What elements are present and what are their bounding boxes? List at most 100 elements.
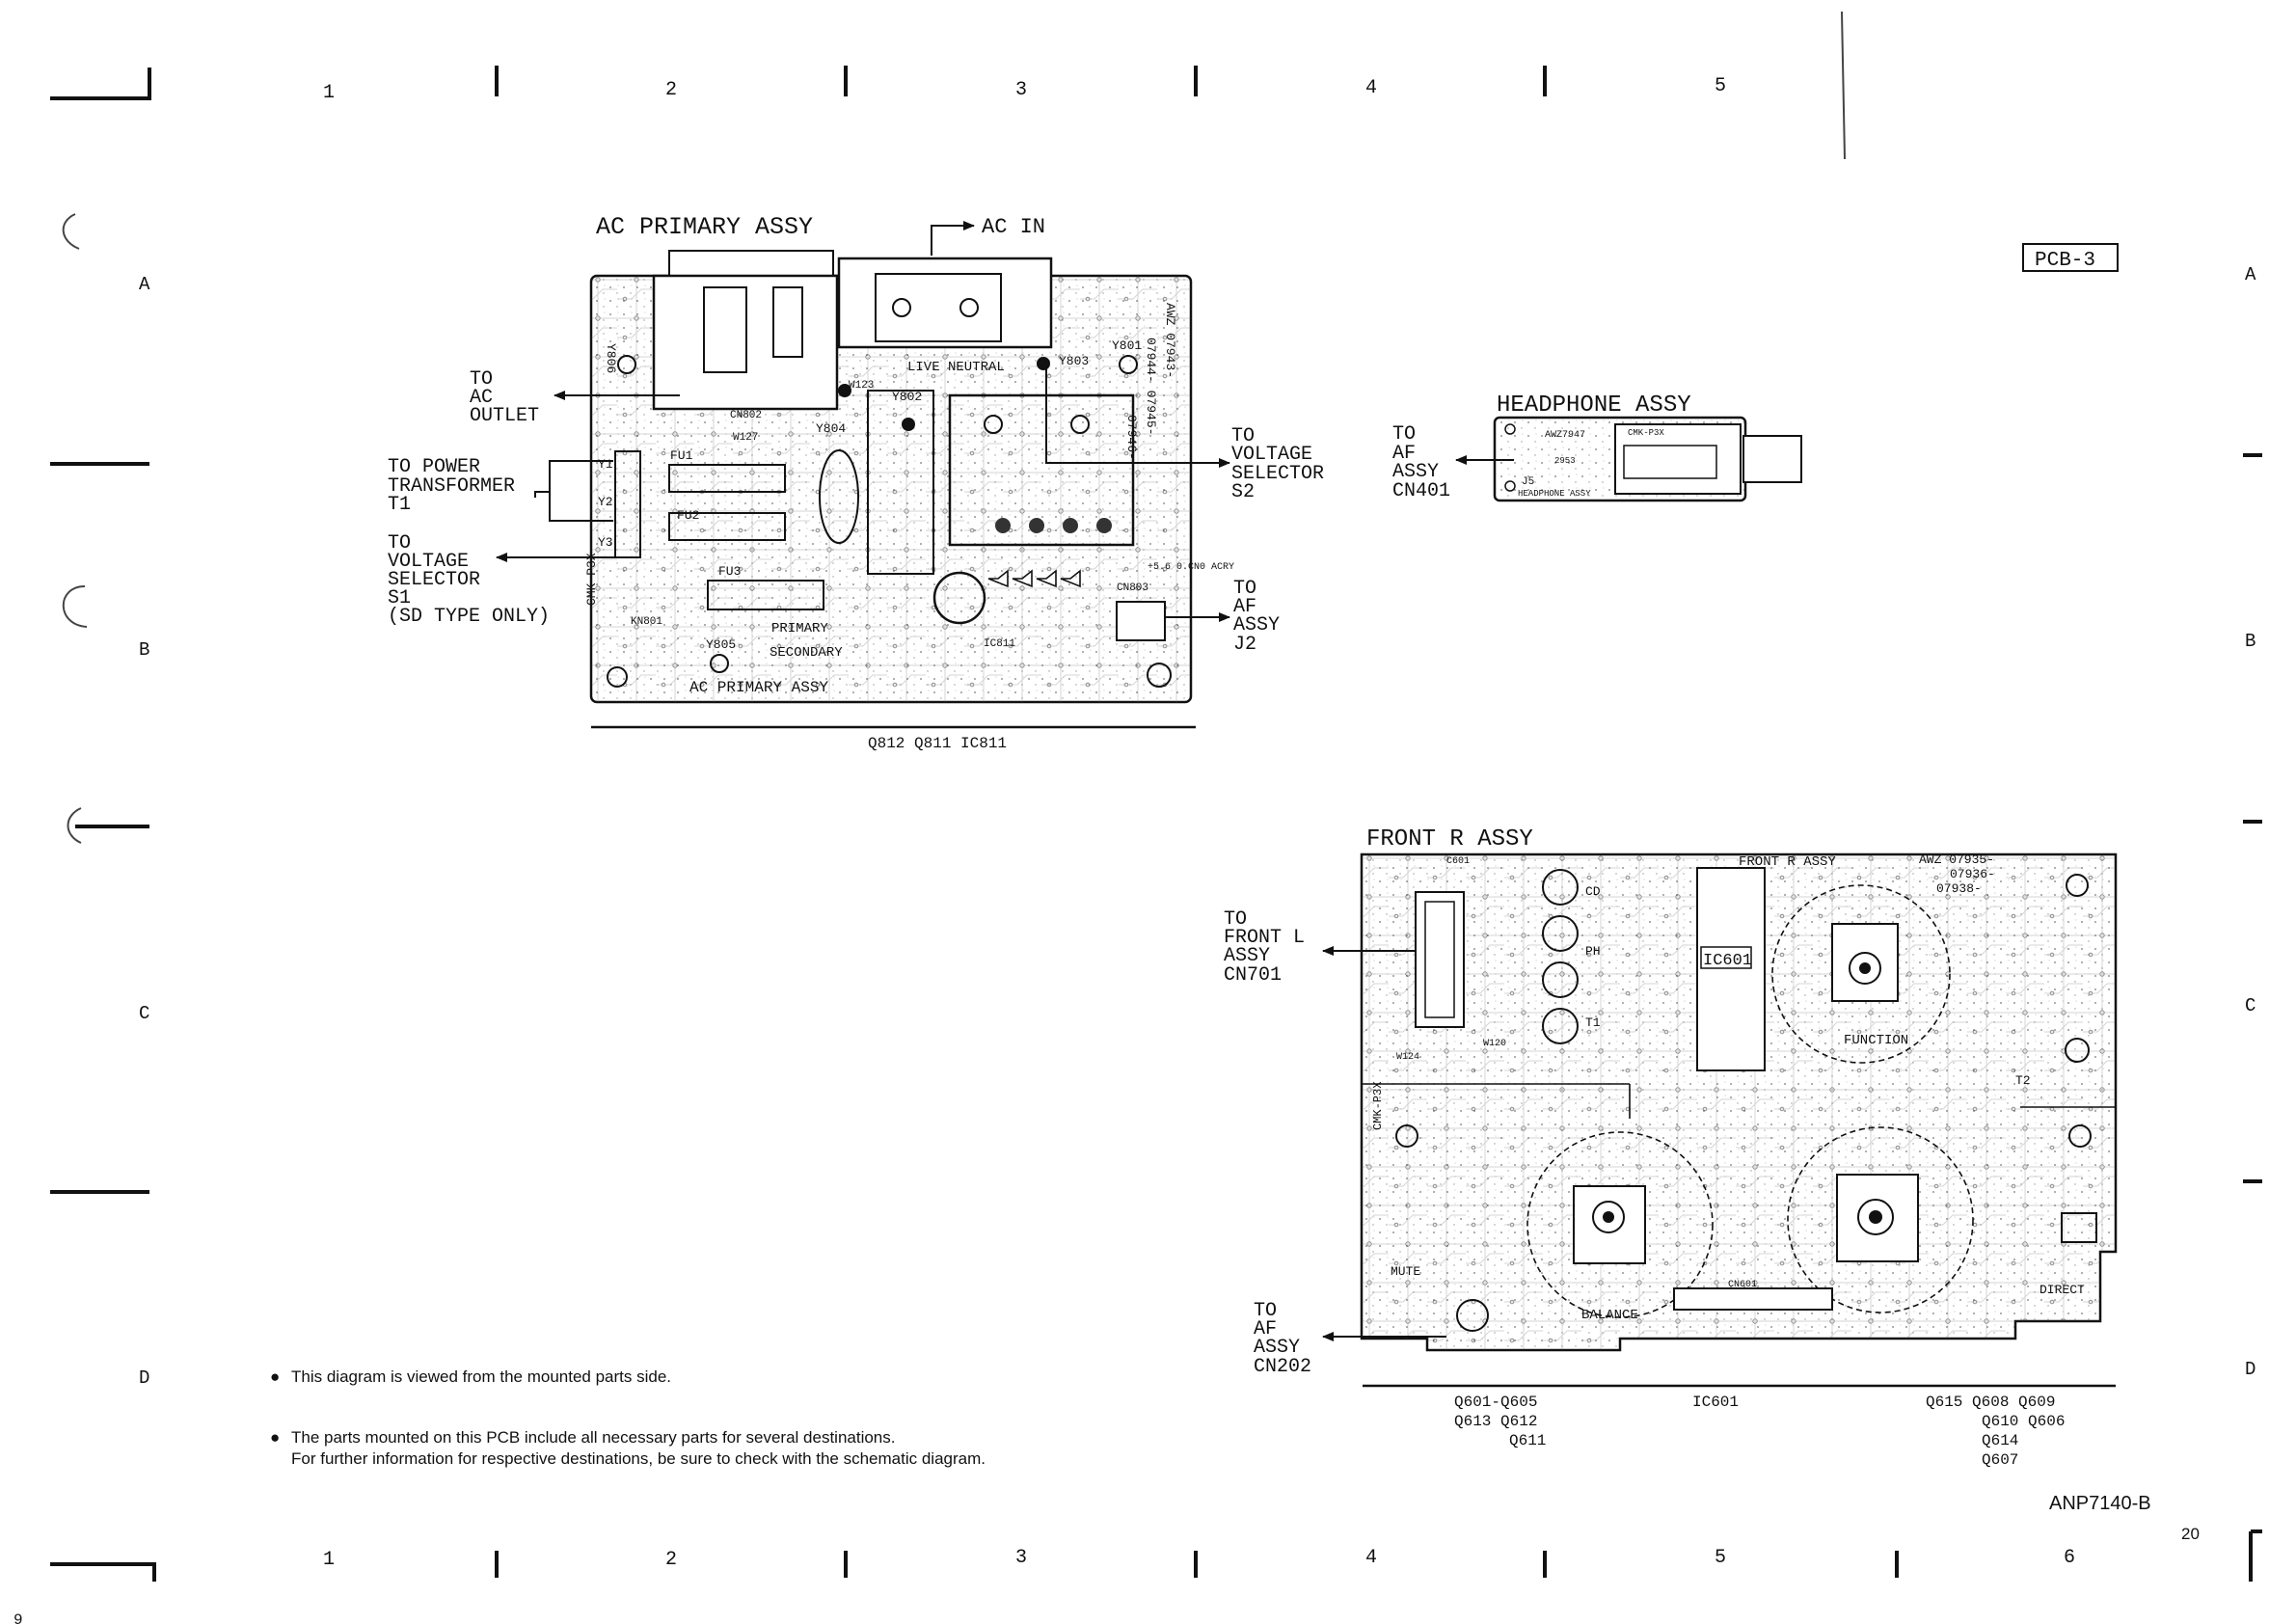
ac-primary-title: AC PRIMARY ASSY bbox=[596, 213, 813, 241]
ac-board-fu3: FU3 bbox=[718, 564, 741, 579]
row-label-a-left: A bbox=[139, 274, 150, 295]
headphone-awz: AWZ7947 bbox=[1545, 430, 1585, 441]
frame-hand-marks bbox=[62, 11, 1846, 844]
ac-board-name: AC PRIMARY ASSY bbox=[689, 679, 828, 696]
to-af-assy-cn401-label: TO AF ASSY CN401 bbox=[1392, 423, 1450, 502]
ac-board-ic811: IC811 bbox=[984, 638, 1015, 650]
col-label-bottom-1: 1 bbox=[323, 1549, 335, 1571]
col-label-5: 5 bbox=[1715, 75, 1726, 97]
col-label-2: 2 bbox=[665, 79, 677, 101]
ac-board-y3: Y3 bbox=[598, 535, 613, 550]
ac-board-y2: Y2 bbox=[598, 495, 613, 509]
headphone-j5: J5 bbox=[1522, 476, 1534, 488]
front-r-w124: W124 bbox=[1396, 1052, 1419, 1063]
ac-board-live-neutral: LIVE NEUTRAL bbox=[907, 360, 1005, 375]
row-label-c-right: C bbox=[2245, 995, 2255, 1016]
ac-board-w123: W123 bbox=[849, 380, 874, 392]
col-label-bottom-6: 6 bbox=[2064, 1547, 2075, 1569]
ac-board-w127: W127 bbox=[733, 432, 758, 444]
col-label-bottom-4: 4 bbox=[1365, 1547, 1377, 1569]
front-r-board-name: FRONT R ASSY bbox=[1739, 854, 1836, 870]
front-r-awz: AWZ 07935- bbox=[1919, 853, 1994, 867]
col-label-bottom-5: 5 bbox=[1715, 1547, 1726, 1569]
bracket-power-transformer-tick bbox=[534, 491, 550, 498]
to-voltage-selector-s1-label: TO VOLTAGE SELECTOR S1 (SD TYPE ONLY) bbox=[388, 532, 550, 628]
front-r-w120: W120 bbox=[1483, 1039, 1506, 1049]
front-r-balance: BALANCE bbox=[1581, 1308, 1638, 1323]
headphone-cmk: CMK-P3X bbox=[1628, 428, 1664, 438]
to-ac-outlet-label: TO AC OUTLET bbox=[470, 368, 539, 427]
note-destinations: ● The parts mounted on this PCB include a… bbox=[270, 1427, 986, 1470]
front-r-t2: T2 bbox=[2015, 1073, 2031, 1088]
row-label-b-right: B bbox=[2245, 631, 2255, 652]
front-r-mute: MUTE bbox=[1391, 1264, 1420, 1279]
grid-labels: 1 2 3 4 5 1 2 3 4 5 6 A B C D A B C D 9 bbox=[14, 75, 2256, 1624]
col-label-4: 4 bbox=[1365, 77, 1377, 99]
note-text-1: This diagram is viewed from the mounted … bbox=[291, 1367, 672, 1386]
ac-primary-board: LIVE NEUTRAL PRIMARY SECONDARY AC PRIMAR… bbox=[584, 250, 1234, 704]
pcb-tag: PCB-3 bbox=[2022, 243, 2119, 272]
row-label-c-left: C bbox=[139, 1003, 149, 1024]
frame-marks bbox=[50, 66, 2262, 1582]
corner-number: 9 bbox=[14, 1611, 23, 1624]
ac-board-y806: Y806 bbox=[604, 343, 618, 373]
page-number: 20 bbox=[2181, 1525, 2200, 1543]
note-text-2: The parts mounted on this PCB include al… bbox=[291, 1428, 896, 1447]
row-label-d-left: D bbox=[139, 1367, 149, 1389]
ac-board-y803: Y803 bbox=[1059, 354, 1089, 368]
front-r-t1: T1 bbox=[1585, 1015, 1601, 1030]
bullet-icon: ● bbox=[270, 1428, 281, 1447]
ac-board-primary: PRIMARY bbox=[771, 621, 828, 636]
front-r-awz2: 07936- bbox=[1950, 867, 1995, 881]
to-af-assy-j2-label: TO AF ASSY J2 bbox=[1233, 578, 1291, 656]
front-r-title: FRONT R ASSY bbox=[1366, 826, 1533, 853]
col-label-1: 1 bbox=[323, 82, 335, 104]
ac-board-fu2: FU2 bbox=[677, 508, 699, 523]
svg-text:PCB-3: PCB-3 bbox=[2035, 250, 2095, 272]
arrow-to-voltage-selector-s2 bbox=[1045, 364, 1230, 468]
ac-board-awz: AWZ 07943- bbox=[1163, 303, 1177, 378]
ac-board-cn802: CN802 bbox=[730, 410, 762, 421]
headphone-name: HEADPHONE ASSY bbox=[1518, 489, 1591, 499]
headphone-title: HEADPHONE ASSY bbox=[1497, 392, 1691, 419]
ac-board-y801: Y801 bbox=[1112, 338, 1142, 353]
front-r-cd: CD bbox=[1585, 884, 1601, 899]
front-r-section: FRONT R ASSY IC601 FUNCTION bbox=[1224, 826, 2118, 1469]
row-label-a-right: A bbox=[2245, 264, 2256, 285]
ac-board-tp: +5.6 0.CN0 ACRY bbox=[1148, 562, 1234, 573]
col-label-bottom-3: 3 bbox=[1015, 1547, 1027, 1569]
front-r-cmk: CMK-P3X bbox=[1371, 1082, 1385, 1130]
ac-board-y1: Y1 bbox=[598, 457, 613, 472]
note-viewed-from: ● This diagram is viewed from the mounted… bbox=[270, 1367, 671, 1388]
ac-board-fu1: FU1 bbox=[670, 448, 693, 463]
to-af-assy-cn202-label: TO AF ASSY CN202 bbox=[1254, 1300, 1311, 1378]
front-r-part-list-1: Q601-Q605 Q613 Q612 Q611 bbox=[1454, 1394, 1547, 1449]
row-label-d-right: D bbox=[2245, 1359, 2255, 1380]
ac-in-arrow bbox=[931, 221, 975, 256]
front-r-function: FUNCTION bbox=[1844, 1033, 1908, 1048]
headphone-section: HEADPHONE ASSY AWZ7947 CMK-P3X J5 HEADPH… bbox=[1392, 392, 1802, 502]
ac-primary-part-list: Q812 Q811 IC811 bbox=[868, 735, 1007, 752]
front-r-c601: C601 bbox=[1446, 856, 1470, 867]
col-label-bottom-2: 2 bbox=[665, 1549, 677, 1571]
ac-board-cmk: CMK-P3X bbox=[584, 553, 599, 606]
ac-board-awz3: 07946- bbox=[1124, 415, 1139, 460]
doc-code: ANP7140-B bbox=[2049, 1493, 2151, 1514]
to-power-transformer-label: TO POWER TRANSFORMER T1 bbox=[388, 456, 527, 516]
ac-board-y805: Y805 bbox=[706, 637, 736, 652]
col-label-3: 3 bbox=[1015, 79, 1027, 101]
front-r-direct: DIRECT bbox=[2039, 1283, 2085, 1297]
front-r-ic601: IC601 bbox=[1703, 952, 1752, 970]
note-text-3: For further information for respective d… bbox=[291, 1449, 986, 1468]
ac-board-secondary: SECONDARY bbox=[770, 645, 843, 661]
front-r-part-list-2: IC601 bbox=[1692, 1394, 1739, 1411]
bullet-icon: ● bbox=[270, 1367, 281, 1386]
headphone-num: 2953 bbox=[1554, 456, 1576, 466]
front-r-board: IC601 FUNCTION BALANCE bbox=[1360, 853, 2118, 1352]
ac-board-y804: Y804 bbox=[816, 421, 846, 436]
headphone-board: AWZ7947 CMK-P3X J5 HEADPHONE ASSY 2953 bbox=[1493, 416, 1802, 502]
front-r-ph: PH bbox=[1585, 944, 1601, 959]
to-front-l-assy-label: TO FRONT L ASSY CN701 bbox=[1224, 908, 1316, 987]
front-r-awz3: 07938- bbox=[1936, 881, 1982, 896]
